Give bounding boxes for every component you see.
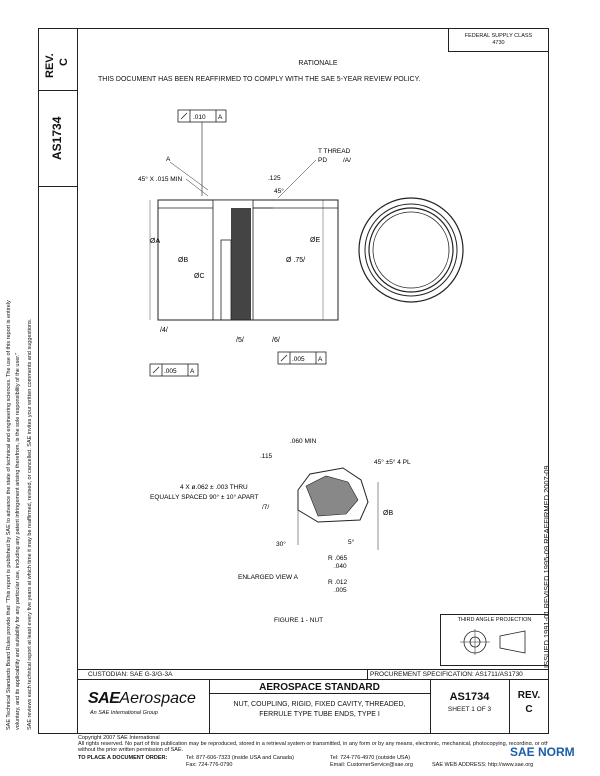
dia-b-view: ØB [383, 510, 393, 517]
holes-line-2: EQUALLY SPACED 90° ± 10° APART [150, 493, 259, 501]
chamfer-4pl: 45° ±5° 4 PL [374, 458, 411, 466]
rights-line-2: without the prior written permission of … [78, 747, 184, 753]
dim-060: .060 MIN [290, 438, 317, 445]
web-address: SAE WEB ADDRESS: http://www.sae.org [432, 762, 534, 768]
title-block-line-2 [78, 679, 549, 680]
tol-top-value: .010 [193, 114, 206, 121]
tol-top-ref: A [218, 114, 223, 121]
r2-line-2: .005 [334, 587, 347, 594]
ref-6: /6/ [272, 337, 280, 344]
tol-mid-value: .005 [292, 356, 305, 363]
title-doc-number: AS1734 [449, 691, 490, 703]
procurement: PROCUREMENT SPECIFICATION: AS1711/AS1730 [370, 671, 523, 678]
dia-c-label: ØC [194, 273, 205, 280]
sae-logo: SAEAerospace [88, 690, 196, 708]
supply-class-box [448, 28, 549, 52]
title-divider-h [209, 693, 430, 694]
fax: Fax: 724-776-0790 [186, 762, 233, 768]
dim-115: .115 [260, 453, 273, 460]
r1-line-2: .040 [334, 563, 347, 570]
logo-sae: SAE [88, 690, 120, 707]
ref-4: /4/ [160, 327, 168, 334]
holes-line-1: 4 X ø.062 ± .003 THRU [180, 484, 248, 491]
supply-class-label: FEDERAL SUPPLY CLASS [464, 33, 533, 39]
title-divider-2 [430, 679, 431, 734]
supply-class-value: 4730 [492, 40, 505, 46]
sae-norm-watermark: SAE NORM [508, 745, 577, 759]
pd-ref: /A/ [343, 157, 351, 164]
disclaimer-line-1: SAE Technical Standards Board Rules prov… [6, 300, 12, 730]
enlarged-view-label: ENLARGED VIEW A [238, 574, 299, 581]
title-divider-top [367, 669, 368, 679]
disclaimer-line-2: voluntary, and its applicability and sui… [15, 352, 21, 730]
order-label: TO PLACE A DOCUMENT ORDER: [78, 755, 168, 761]
third-angle-box [440, 614, 549, 666]
tolerance-frame-top: .010 A [177, 109, 227, 196]
side-divider-2 [38, 186, 78, 187]
dia-b-label: ØB [178, 257, 188, 264]
nut-drawing: .010 A A 45° X .015 MIN T THREAD PD /A/ … [138, 109, 464, 624]
ref-5: /5/ [236, 337, 244, 344]
side-doc-number: AS1734 [50, 116, 64, 160]
dia-d-label: Ø .75/ [286, 257, 305, 264]
rights-line-1: All rights reserved. No part of this pub… [78, 741, 548, 747]
description-line-2: FERRULE TYPE TUBE ENDS, TYPE I [259, 711, 380, 718]
disclaimer-line-3: SAE reviews each technical report at lea… [27, 318, 33, 730]
side-strip-divider [77, 28, 78, 734]
email: Email: CustomerService@sae.org [330, 762, 413, 768]
tol-bottom-ref: A [190, 368, 195, 375]
angle-5: 5° [348, 538, 355, 546]
projection-symbol [460, 629, 526, 655]
label-a: A [166, 156, 171, 163]
third-angle-label: THIRD ANGLE PROJECTION [457, 617, 532, 623]
logo-aerospace: Aerospace [119, 690, 196, 707]
nut-end-view [358, 197, 464, 303]
r1-line-1: R .065 [328, 555, 348, 562]
figure-caption: FIGURE 1 - NUT [274, 617, 323, 624]
sheet-number: SHEET 1 OF 3 [447, 706, 492, 713]
pd-label: PD [318, 157, 327, 164]
title-rev-label: REV. [517, 690, 541, 701]
title-block-top [78, 669, 549, 670]
holes-ref: /7/ [262, 504, 269, 511]
side-divider-1 [38, 90, 78, 91]
r2-line-1: R .012 [328, 579, 348, 586]
side-rev-letter: C [58, 58, 70, 66]
dia-e-label: ØE [310, 237, 320, 244]
dia-a-label: ØA [150, 238, 160, 245]
title-rev-letter: C [525, 704, 533, 715]
tel-inside: Tel: 877-606-7323 (inside USA and Canada… [186, 755, 294, 761]
rationale-text: THIS DOCUMENT HAS BEEN REAFFIRMED TO COM… [98, 76, 421, 83]
tel-outside: Tel: 724-776-4970 (outside USA) [330, 755, 411, 761]
drawing-frame [38, 28, 549, 734]
tolerance-frame-mid: .005 A [277, 351, 327, 365]
angle-30: 30° [276, 540, 286, 548]
custodian: CUSTODIAN: SAE G-3/G-3A [88, 671, 173, 678]
angle-45: 45° [274, 187, 284, 195]
standard-title: AEROSPACE STANDARD [259, 682, 380, 693]
dim-125: .125 [268, 175, 281, 182]
nut-section-view [157, 199, 339, 321]
logo-tagline: An SAE International Group [90, 710, 158, 716]
enlarged-view [297, 467, 379, 550]
rationale-title: RATIONALE [298, 60, 338, 67]
title-divider-3 [509, 679, 510, 734]
tol-mid-ref: A [318, 356, 323, 363]
side-rev-label: REV. [44, 53, 56, 78]
tolerance-frame-bottom: .005 A [149, 363, 199, 377]
copyright: Copyright 2007 SAE International [78, 735, 160, 741]
chamfer-label: 45° X .015 MIN [138, 175, 182, 183]
title-divider-1 [209, 679, 210, 734]
tol-bottom-value: .005 [164, 368, 177, 375]
thread-label: T THREAD [318, 148, 351, 155]
description-line-1: NUT, COUPLING, RIGID, FIXED CAVITY, THRE… [233, 701, 406, 708]
